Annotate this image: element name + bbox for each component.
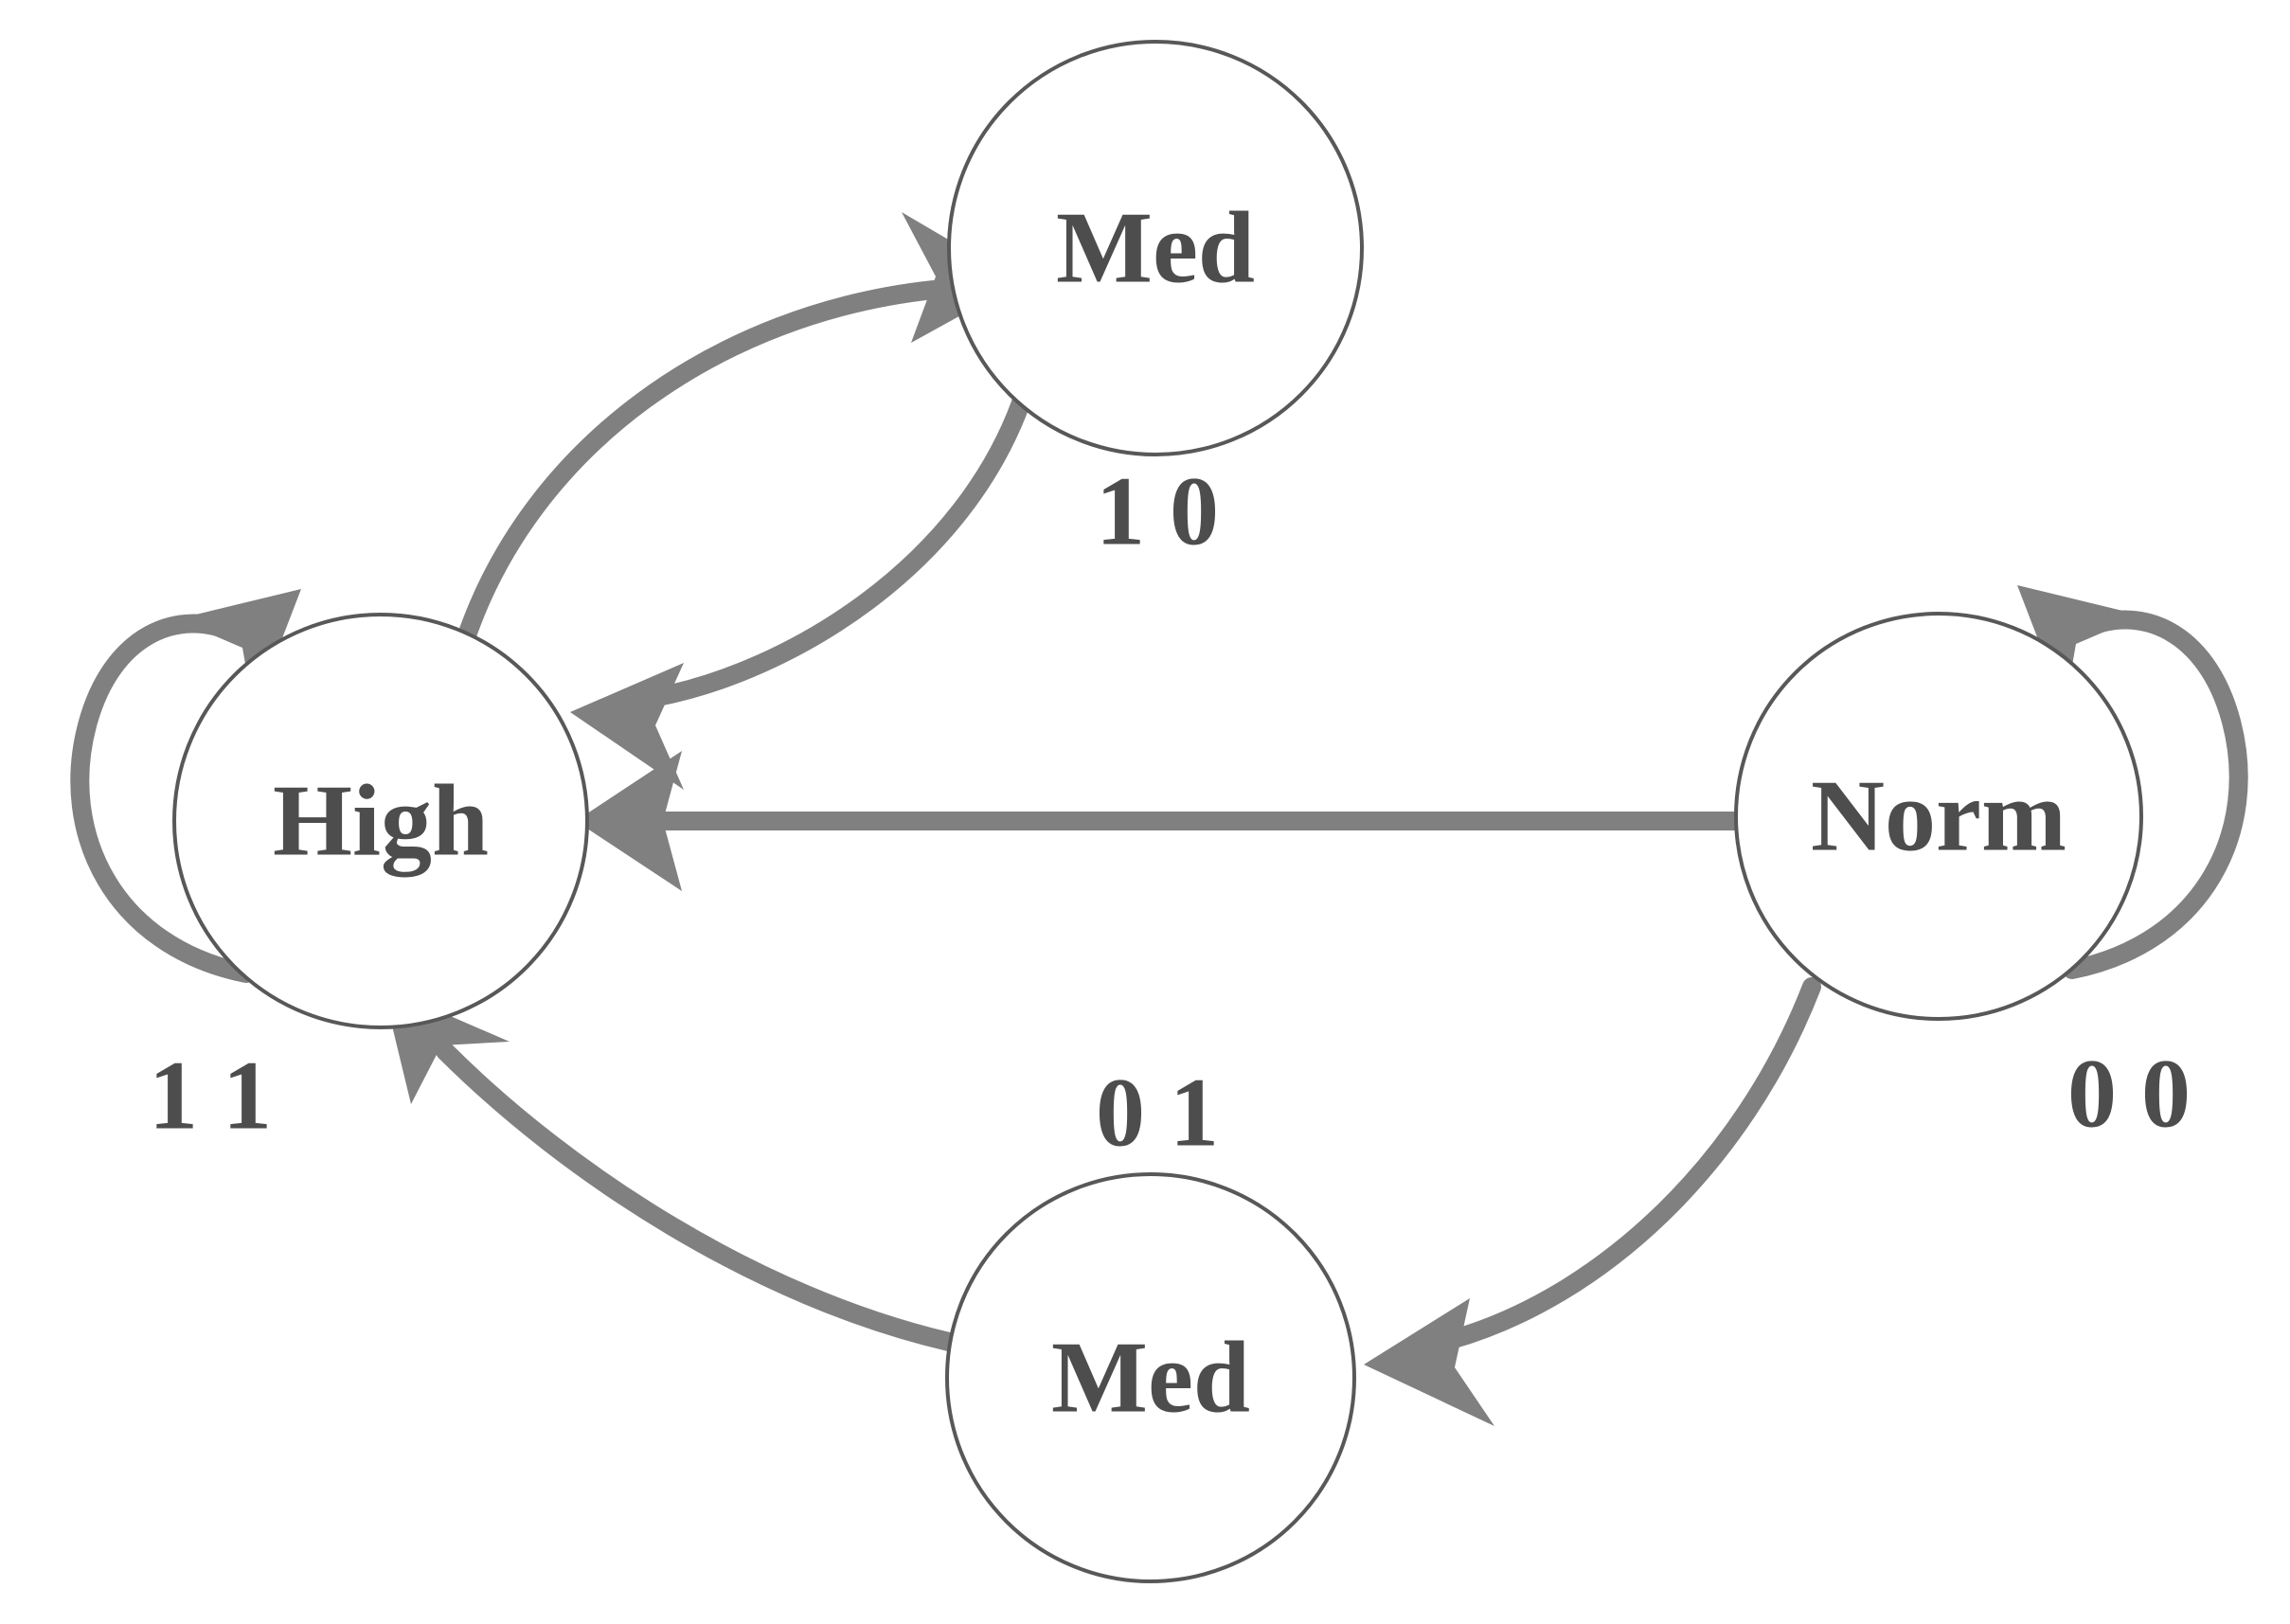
edge-norm-self-loop[interactable] — [2017, 585, 2248, 979]
node-layer: Med High Norm Med — [172, 40, 2143, 1583]
node-med-bottom-label: Med — [1051, 1322, 1250, 1435]
node-med-bottom-circle — [945, 1172, 1356, 1583]
edge-label-layer: 1 0 1 1 0 0 0 1 — [149, 457, 2191, 1168]
edge-label-00: 0 0 — [2067, 1040, 2191, 1149]
edge-norm-to-med-bottom[interactable] — [1364, 977, 1821, 1426]
node-med-bottom[interactable]: Med — [945, 1172, 1356, 1583]
node-med-top-circle — [947, 40, 1364, 456]
node-norm[interactable]: Norm — [1734, 612, 2143, 1021]
edge-med-top-to-high-arrowhead — [570, 663, 684, 790]
edge-high-self-loop-arrowhead — [176, 589, 301, 712]
node-med-top-label: Med — [1056, 192, 1255, 305]
edge-med-top-to-high[interactable] — [570, 383, 1034, 790]
edge-norm-to-med-bottom-arrowhead — [1364, 1298, 1494, 1426]
node-norm-circle — [1734, 612, 2143, 1021]
edge-norm-to-high-arrowhead — [576, 751, 682, 891]
edge-med-bottom-to-high-line — [436, 1042, 958, 1351]
edge-norm-to-high[interactable] — [576, 751, 1745, 891]
edge-high-self-loop-line — [70, 614, 256, 983]
edge-norm-self-loop-arrowhead — [2017, 585, 2142, 708]
node-high-label: High — [273, 765, 489, 878]
edge-high-to-med-top-line — [456, 280, 943, 651]
edge-med-top-to-high-line — [648, 383, 1034, 706]
edge-norm-to-med-bottom-line — [1441, 977, 1821, 1349]
edge-high-self-loop[interactable] — [70, 589, 301, 983]
edge-high-to-med-top[interactable] — [456, 212, 1021, 651]
node-high-circle — [172, 613, 589, 1029]
edge-med-bottom-to-high[interactable] — [383, 987, 958, 1351]
edge-layer — [70, 212, 2248, 1426]
node-med-top[interactable]: Med — [947, 40, 1364, 456]
node-high[interactable]: High — [172, 613, 589, 1029]
edge-label-10: 1 0 — [1096, 457, 1219, 566]
edge-label-11: 1 1 — [149, 1042, 272, 1151]
edge-label-01: 0 1 — [1096, 1059, 1219, 1168]
node-norm-label: Norm — [1811, 760, 2066, 873]
edge-norm-self-loop-line — [2063, 610, 2248, 979]
